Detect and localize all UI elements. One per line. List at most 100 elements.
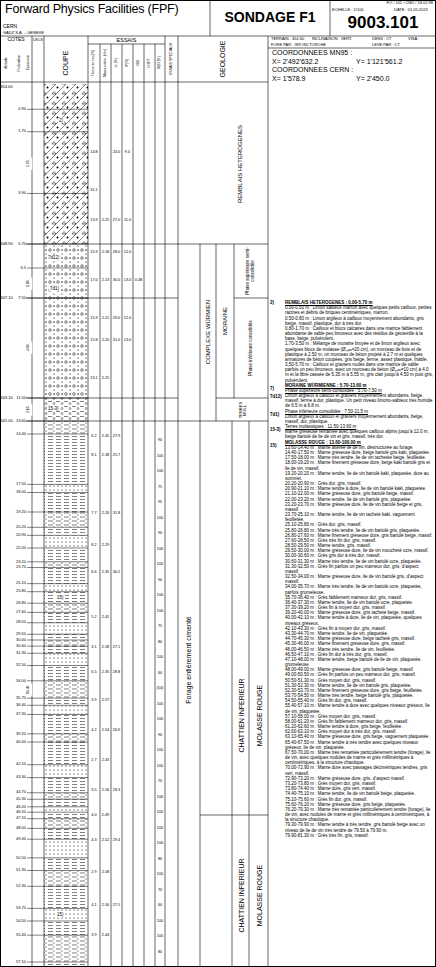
test-value: 28.3 [111,788,122,792]
molasse-pattern [44,765,88,778]
formation-name: REMBLAIS HETEROGENES [234,89,246,239]
test-value: 12.0 [122,316,133,320]
description-text: 39.20-40.00 m : Marne gréseuse dure, gri… [285,610,433,615]
scale-note: ECHELLE : 1/100 [332,8,364,13]
molasse-pattern [44,908,88,921]
test-value: 2.25 [100,376,111,380]
layer-boundary [27,527,88,528]
depth-value: 43.30 [14,775,26,780]
test-value: 2.58 [100,870,111,874]
test-value: 4.1 [89,903,100,907]
layer-boundary [27,806,88,807]
rqd-value: 100 [155,810,165,814]
layer-boundary [27,131,88,132]
layer-boundary [27,193,88,194]
depth-value: 0.90 [14,107,26,112]
test-value: 29.0 [111,316,122,320]
subcolumn-header: Altitude [1,45,13,81]
test-value: 2.54 [100,728,111,732]
depth-value: 39.20 [14,732,26,737]
formation-name: CHATTIEN INFERIEUR [233,825,248,965]
test-value: 29.4 [111,838,122,842]
test-value: 15.9 [89,250,100,254]
test-value: 31.1 [89,188,100,192]
test-value: 15.8 [89,338,100,342]
description-text: 0.80-1.70 m : Cailloux et blocs calcaire… [285,326,433,342]
depth-value: 14.40 [14,432,26,437]
description-text: 55.40-57.10 m : Marne tendre à dure avec… [285,703,433,713]
rqd-value: 90 [155,733,165,737]
molasse-pattern [44,705,88,714]
depth-value: 27.60 [14,610,26,615]
subcolumn-header: N SPT [145,45,155,81]
test-value: 7.7 [89,511,100,515]
info-field: VISA : [408,37,419,42]
description-text: 46.50-47.10 m : Grès fin dur à très dur,… [285,652,433,657]
altitude-value: 441.00 [1,419,15,424]
description-text: REMBLAIS HETEROGENES : 0.00-5.70 m [285,300,433,305]
altitude-value: 448.90 [1,242,15,247]
test-value: 13.1 [89,376,100,380]
layer-boundary [27,612,88,613]
layer-boundary [27,622,88,623]
rqd-value: 100 [155,702,165,706]
subcolumn-header: Teneur en eau [%] [89,45,99,81]
description-text: 72.90-73.20 m : Marne gréseuse dure, gri… [285,776,433,781]
test-value: 13.0 [122,338,133,342]
column-header: GEOLOGIE [183,38,263,80]
description-text: 14.40-17.50 m : Marne gréseuse dure, bei… [285,450,433,455]
callout-number: 15) [270,443,285,448]
layer-boundary [27,653,88,654]
description-text: 36.40-37.30 m : Marne tendre, lie de vin… [285,600,433,605]
rqd-value: 100 [155,562,165,566]
rqd-value: 80 [155,950,165,954]
description-text: 34.00-35.70 m : Marne très tendre, lie d… [285,584,433,594]
molasse-pattern [44,623,88,635]
description-text: 58.00-61.20 m : Grès fin faiblement marn… [285,719,433,724]
thickness-value: 2.10 [26,404,32,416]
layer-boundary [27,583,88,584]
test-value: 6.5 [89,670,100,674]
depth-value: 37.30 [14,712,26,717]
molasse-pattern [44,778,88,793]
test-value: 6.6 [89,570,100,574]
molasse-pattern [44,807,88,812]
description-text: 1.70-3.50 m : Mélange de moraine broyée … [285,341,433,362]
subcolumn-header: wL [%] [112,45,122,81]
description-text: 54.50-55.40 m : Grès fin dur, gris, mass… [285,698,433,703]
column-header: ESSAIS [88,37,165,43]
drawing-number-box: FO / 101 / CND / 18.02.989003.101 [330,0,436,36]
test-value: 8.1 [89,453,100,457]
depth-value: 49.00 [14,837,26,842]
altitude-value: 447.10 [1,296,15,301]
depth-value: 55.40 [14,933,26,938]
rqd-value: 75 [155,485,165,489]
rqd-value: 100 [155,516,165,520]
molasse-pattern [44,921,88,935]
rqd-value: 100 [155,469,165,473]
formation-name: Phase inférieure consolidée [235,300,267,396]
molasse-pattern [44,935,88,962]
subcolumn-header: RQD [%] [155,45,165,81]
test-value: 2.21 [100,316,111,320]
callout-number: 7d1) [270,412,285,417]
depth-value: 13.60 [14,419,26,424]
description-text: 47.10-48.00 m : Marne tendre, beige bari… [285,657,433,667]
coordinate: X= 2'492'632.2 [272,58,318,66]
test-value: 2.9 [89,870,100,874]
depth-value: 1.70 [14,129,26,134]
depth-value: 57.10 [14,960,26,965]
depth-value: 54.50 [14,919,26,924]
description-text: 79.90-81.30 m : Grès très fin, gris, mas… [285,833,433,838]
description-text: 30.60-31.30 m : Marne très tendre, lie d… [285,559,433,564]
rqd-value: 100 [155,609,165,613]
layer-boundary [27,680,88,681]
test-value: 4.2 [89,728,100,732]
layer-boundary [27,908,88,909]
layer-boundary [27,698,88,699]
layer-boundary [27,733,88,734]
test-value: 24.0 [111,150,122,154]
layer-boundary [27,535,88,536]
molasse-pattern [44,535,88,548]
